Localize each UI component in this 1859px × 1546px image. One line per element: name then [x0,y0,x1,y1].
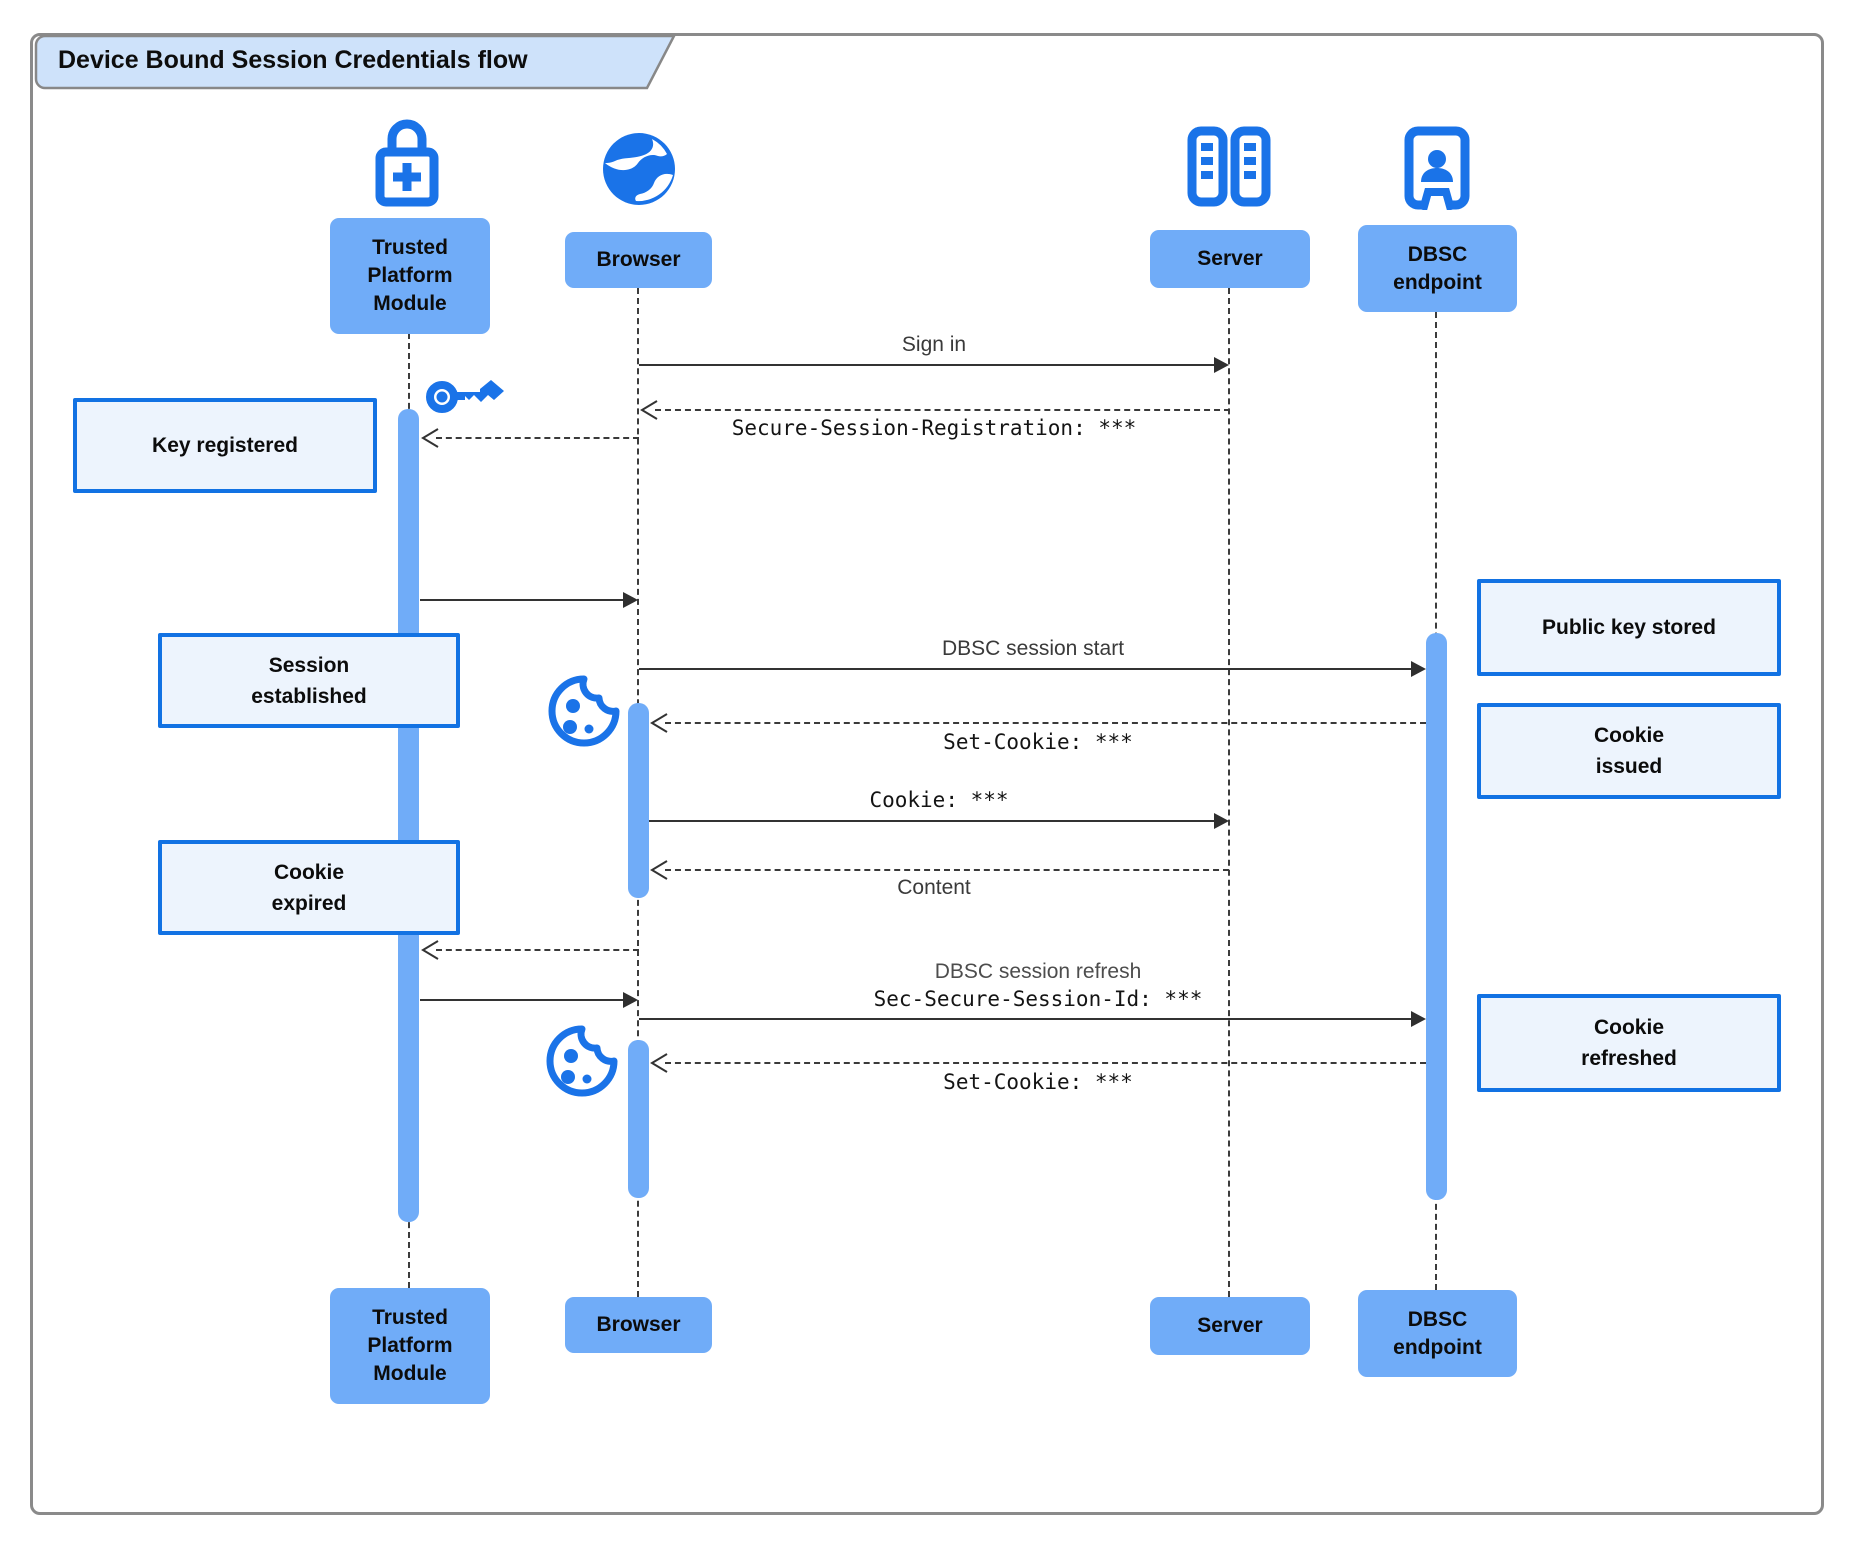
message-arrow-dbsc-session-refresh [639,1018,1414,1020]
message-arrow-signed-proof [420,999,626,1001]
note-public-key-stored: Public key stored [1477,579,1781,676]
actor-top-dbsc: DBSC endpoint [1358,225,1517,312]
lifeline-server [1228,288,1230,1297]
activation-browser1 [628,703,649,898]
message-arrow-cookie [649,820,1218,822]
message-arrow-register-key [436,437,639,439]
message-arrow-key-ready [420,599,626,601]
note-key-registered: Key registered [73,398,377,493]
arrowhead-icon [1411,1011,1426,1027]
server-icon [1187,126,1271,207]
arrowhead-icon [1214,813,1229,829]
title-tab [34,34,677,90]
activation-tpm [398,409,419,1222]
actor-label: Trusted Platform Module [367,236,453,315]
actor-top-server: Server [1150,230,1310,288]
actor-label: Server [1197,1314,1263,1337]
note-text: Cookie issued [1593,724,1664,778]
note-cookie-refreshed: Cookie refreshed [1477,994,1781,1092]
arrowhead-icon [1214,357,1229,373]
cookie-icon [546,1025,618,1097]
actor-label: Browser [596,1313,681,1336]
actor-label: Server [1197,247,1263,270]
message-label: Cookie: *** [869,788,1009,812]
activation-dbsc [1426,633,1447,1200]
message-label: Set-Cookie: *** [943,730,1133,754]
note-session-established: Session established [158,633,460,728]
note-text: Public key stored [1542,616,1716,639]
message-label: Sec-Secure-Session-Id: *** [873,987,1203,1011]
message-label: DBSC session refresh [934,960,1142,983]
actor-label: Browser [596,248,681,271]
arrowhead-icon [640,400,658,420]
actor-top-tpm: Trusted Platform Module [330,218,490,334]
note-text: Cookie refreshed [1581,1016,1677,1070]
actor-bottom-dbsc: DBSC endpoint [1358,1290,1517,1377]
arrowhead-icon [421,428,439,448]
note-cookie-issued: Cookie issued [1477,703,1781,799]
note-cookie-expired: Cookie expired [158,840,460,935]
actor-top-browser: Browser [565,232,712,288]
actor-label: DBSC endpoint [1393,1307,1482,1359]
message-arrow-dbsc-session-start [639,668,1414,670]
arrowhead-icon [1411,661,1426,677]
note-text: Cookie expired [271,860,347,915]
message-arrow-set-cookie-refresh [665,1062,1426,1064]
message-arrow-set-cookie [665,722,1426,724]
cookie-icon [548,675,620,747]
message-label: Content [897,876,971,899]
door-person-icon [1404,126,1470,210]
note-text: Key registered [152,434,298,457]
message-label: Secure-Session-Registration: *** [731,416,1137,440]
message-label: Set-Cookie: *** [943,1070,1133,1094]
message-arrow-refresh-sign [436,949,639,951]
arrowhead-icon [650,860,668,880]
actor-label: Trusted Platform Module [367,1306,453,1385]
actor-label: DBSC endpoint [1393,242,1482,294]
message-arrow-sign-in [639,364,1218,366]
note-text: Session established [251,653,367,708]
arrowhead-icon [623,992,638,1008]
message-arrow-session-registration [655,409,1230,411]
arrowhead-icon [650,1053,668,1073]
lock-plus-icon [375,119,439,207]
message-label: DBSC session start [941,637,1125,660]
globe-icon [603,133,675,205]
message-label: Sign in [901,333,967,356]
actor-bottom-server: Server [1150,1297,1310,1355]
actor-bottom-tpm: Trusted Platform Module [330,1288,490,1404]
arrowhead-icon [421,940,439,960]
message-arrow-content [665,869,1229,871]
arrowhead-icon [650,713,668,733]
key-icon [426,380,504,413]
actor-bottom-browser: Browser [565,1297,712,1353]
diagram-title: Device Bound Session Credentials flow [58,46,528,74]
activation-browser2 [628,1040,649,1198]
arrowhead-icon [623,592,638,608]
